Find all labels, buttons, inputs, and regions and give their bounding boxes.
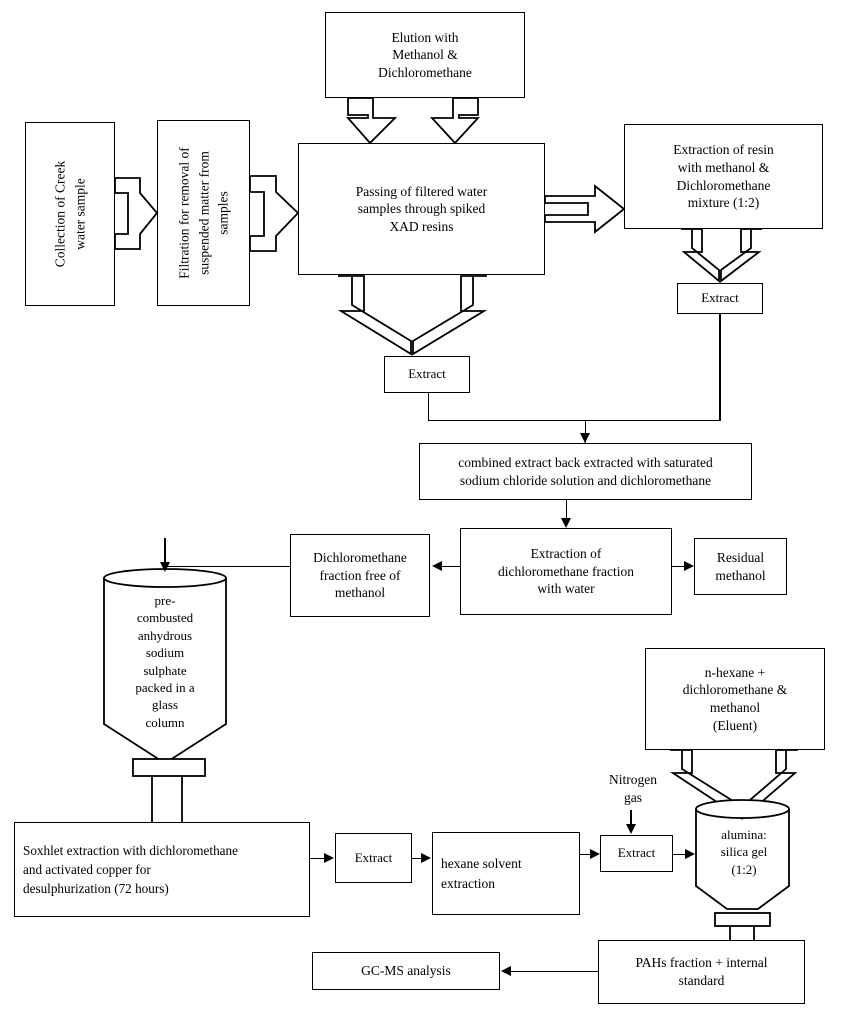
node-eluent-label: n-hexane + dichloromethane & methanol (E…	[682, 664, 788, 733]
node-elution[interactable]: Elution with Methanol & Dichloromethane	[325, 12, 525, 98]
node-extract-hexane-label: Extract	[617, 845, 656, 861]
node-pahs-fraction-label: PAHs fraction + internal standard	[635, 955, 768, 988]
edge-junction-to-combined	[584, 420, 587, 443]
node-eluent[interactable]: n-hexane + dichloromethane & methanol (E…	[645, 648, 825, 750]
edge-dcm-water-to-residual	[672, 565, 686, 568]
node-filtration-label: Filtration for removal of suspended matt…	[176, 147, 231, 279]
node-soxhlet-extraction-label: Soxhlet extraction with dichloromethane …	[23, 842, 238, 897]
node-hexane-extraction-label: hexane solvent extraction	[441, 855, 522, 891]
node-extract-xad-label: Extract	[408, 366, 446, 382]
arrowhead-junction-to-combined	[580, 433, 590, 443]
block-arrow-eluent-to-alumina-right-tail	[742, 749, 798, 820]
block-arrow-collection-to-filtration	[114, 177, 159, 250]
edge-dcm-water-to-dcm-free	[442, 565, 460, 568]
edge-pahs-to-gcms	[511, 970, 599, 973]
node-residual-methanol-label: Residual methanol	[715, 549, 766, 583]
edge-combined-to-dcm-water	[565, 500, 568, 520]
node-soxhlet-extraction[interactable]: Soxhlet extraction with dichloromethane …	[14, 822, 310, 917]
node-resin-extraction[interactable]: Extraction of resin with methanol & Dich…	[624, 124, 823, 229]
edge-extract-resin-to-junction	[428, 419, 720, 422]
edge-extract-to-hexane	[412, 857, 423, 860]
node-residual-methanol[interactable]: Residual methanol	[694, 538, 787, 595]
arrowhead-extract-to-alumina	[685, 849, 695, 859]
arrowhead-soxhlet-to-extract	[324, 853, 334, 863]
edge-nitrogen-to-extract	[630, 810, 632, 826]
block-arrow-resin-to-extract-right-tail	[720, 228, 762, 283]
node-hexane-extraction[interactable]: hexane solvent extraction	[432, 832, 580, 915]
arrowhead-dcm-water-to-residual	[684, 561, 694, 571]
node-dcm-free-of-methanol-label: Dichloromethane fraction free of methano…	[313, 550, 407, 601]
node-pahs-fraction[interactable]: PAHs fraction + internal standard	[598, 940, 805, 1004]
node-filtration[interactable]: Filtration for removal of suspended matt…	[157, 120, 250, 306]
node-combined-extract-label: combined extract back extracted with sat…	[458, 454, 713, 488]
arrowhead-hexane-to-extract	[590, 849, 600, 859]
node-extract-hexane[interactable]: Extract	[600, 835, 673, 872]
node-dcm-water-extraction-label: Extraction of dichloromethane fraction w…	[497, 546, 635, 597]
alumina-column-stopper	[714, 912, 771, 927]
edge-extract-resin-down	[719, 314, 721, 421]
node-dcm-free-of-methanol[interactable]: Dichloromethane fraction free of methano…	[290, 534, 430, 617]
node-alumina-column-label: alumina: silica gel (1:2)	[720, 827, 768, 877]
node-extract-soxhlet[interactable]: Extract	[335, 833, 412, 883]
node-xad-resins[interactable]: Passing of filtered water samples throug…	[298, 143, 545, 275]
edge-dcm-free-left	[165, 565, 291, 568]
node-extract-resin[interactable]: Extract	[677, 283, 763, 314]
arrowhead-extract-to-hexane	[421, 853, 431, 863]
block-arrow-resin-to-extract-left-tail	[681, 228, 720, 283]
node-extract-xad[interactable]: Extract	[384, 356, 470, 393]
block-arrow-xad-to-extract-left-tail	[337, 275, 412, 356]
node-dcm-water-extraction[interactable]: Extraction of dichloromethane fraction w…	[460, 528, 672, 615]
alumina-column-top-ellipse	[695, 799, 790, 819]
arrowhead-dcm-water-to-dcm-free	[432, 561, 442, 571]
node-extract-soxhlet-label: Extract	[354, 849, 393, 865]
edge-soxhlet-to-extract	[310, 857, 326, 860]
node-extract-resin-label: Extract	[701, 290, 739, 306]
edge-hexane-to-extract	[580, 853, 592, 856]
block-arrow-elution-to-xad	[346, 97, 398, 145]
node-gcms-analysis[interactable]: GC-MS analysis	[312, 952, 500, 990]
node-sulphate-column-label: pre- combusted anhydrous sodium sulphate…	[135, 593, 195, 730]
sulphate-column-stopper	[132, 758, 206, 777]
node-xad-resins-label: Passing of filtered water samples throug…	[355, 183, 488, 234]
edge-extract-to-alumina	[673, 853, 687, 856]
node-gcms-analysis-label: GC-MS analysis	[361, 963, 451, 979]
node-combined-extract[interactable]: combined extract back extracted with sat…	[419, 443, 752, 500]
block-arrow-filtration-to-xad	[249, 175, 300, 252]
edge-dcm-free-down-to-column	[164, 538, 166, 566]
block-arrow-eluent-to-alumina-left-tail	[670, 749, 742, 820]
arrowhead-combined-to-dcm-water	[561, 518, 571, 528]
arrowhead-pahs-to-gcms	[501, 966, 511, 976]
label-nitrogen-gas: Nitrogen gas	[609, 772, 657, 805]
block-arrow-xad-to-resin-extraction	[544, 184, 626, 234]
edge-extract-xad-down	[427, 393, 430, 420]
node-collection-label: Collection of Creek water sample	[52, 160, 87, 268]
node-collection[interactable]: Collection of Creek water sample	[25, 122, 115, 306]
arrowhead-nitrogen-to-extract	[625, 824, 636, 834]
block-arrow-xad-to-extract-right-tail	[412, 275, 488, 356]
block-arrow-elution-to-xad-right	[429, 97, 481, 145]
arrowhead-into-sulphate-column	[160, 562, 170, 572]
node-resin-extraction-label: Extraction of resin with methanol & Dich…	[673, 142, 774, 211]
node-elution-label: Elution with Methanol & Dichloromethane	[378, 29, 472, 80]
